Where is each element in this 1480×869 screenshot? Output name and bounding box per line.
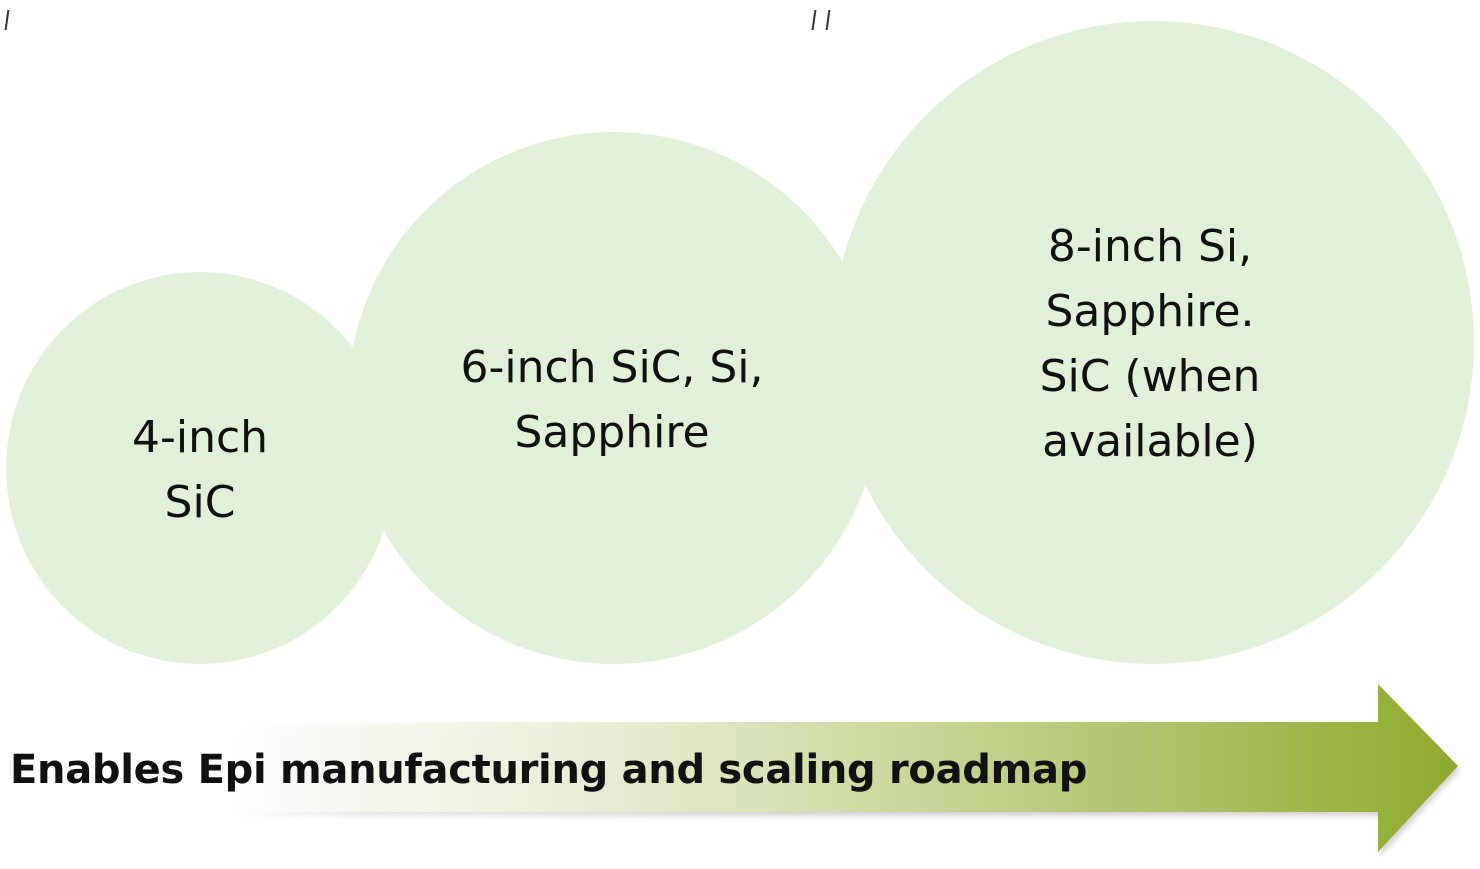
wafer-label-medium-line-1: 6-inch SiC, Si, xyxy=(460,342,764,393)
wafer-label-small-line-2: SiC xyxy=(164,477,236,528)
wafer-label-large-line-1: 8-inch Si, xyxy=(1047,221,1253,272)
wafer-label-small-line-1: 4-inch xyxy=(131,412,269,463)
wafer-label-large-line-2: Sapphire. xyxy=(1045,286,1255,337)
wafer-circle-large xyxy=(832,21,1474,664)
wafer-label-large-line-4: available) xyxy=(1042,416,1258,467)
wafer-label-small: 4-inch SiC xyxy=(60,405,340,535)
wafer-label-medium: 6-inch SiC, Si, Sapphire xyxy=(412,335,812,465)
roadmap-arrow-shape xyxy=(225,684,1458,852)
wafer-label-medium-line-2: Sapphire xyxy=(514,407,710,458)
roadmap-arrow-label: Enables Epi manufacturing and scaling ro… xyxy=(10,747,1088,793)
wafer-label-large-line-3: SiC (when xyxy=(1039,351,1261,402)
wafer-circle-medium xyxy=(348,132,880,664)
wafer-label-large: 8-inch Si, Sapphire. SiC (when available… xyxy=(1000,214,1300,474)
wafer-circle-small xyxy=(6,272,394,664)
